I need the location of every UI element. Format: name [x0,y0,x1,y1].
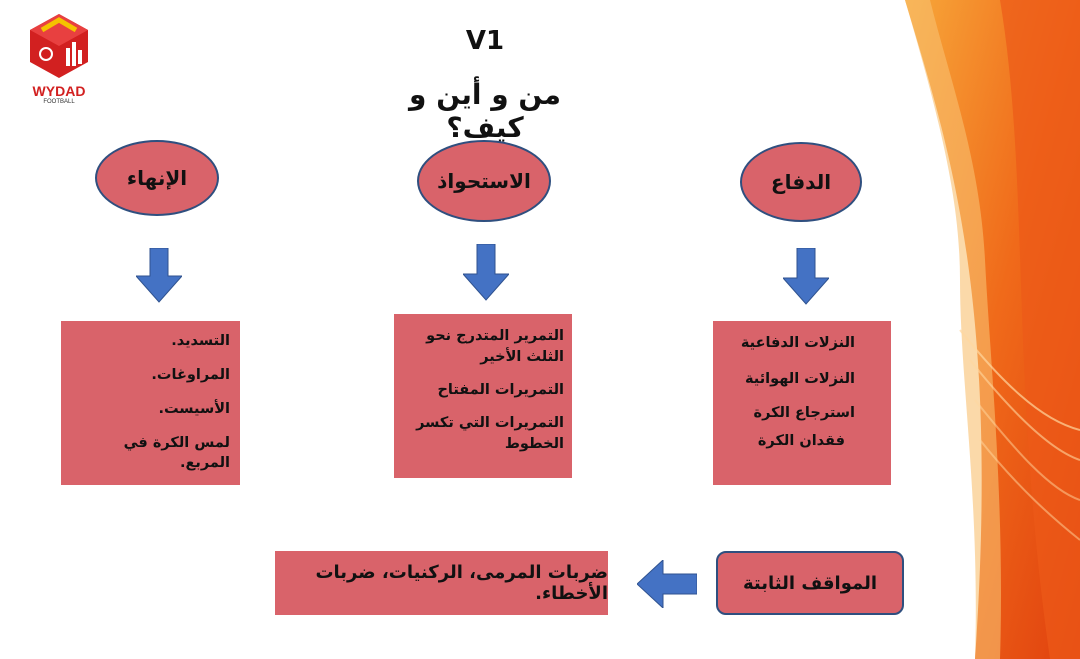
page-title: V1 [465,26,505,56]
arrow-down-icon [463,244,509,301]
set-pieces-details-box: ضربات المرمى، الركنيات، ضربات الأخطاء. [275,551,608,615]
possession-details-box: التمرير المتدرج نحو الثلث الأخير التمرير… [394,314,572,478]
heading-possession: الاستحواذ [417,140,551,222]
defense-details-box: النزلات الدفاعية النزلات الهوائية استرجا… [713,321,891,485]
arrow-down-icon [783,248,829,305]
heading-defense: الدفاع [740,142,862,222]
set-pieces-box: المواقف الثابتة [716,551,904,615]
list-item: النزلات الدفاعية [740,335,855,351]
list-item: التمريرات التي تكسر الخطوط [416,415,564,452]
page-subtitle: من و أين و كيف؟ [409,78,561,144]
logo-name: WYDAD [32,83,86,99]
heading-finishing: الإنهاء [95,140,219,216]
list-item: فقدان الكرة [757,433,845,449]
arrow-left-icon [637,560,697,608]
list-item: المراوغات. [151,367,230,383]
list-item: التمرير المتدرج نحو الثلث الأخير [426,328,564,365]
list-item: التسديد. [171,333,230,349]
logo-subtext: FOOTBALL [43,99,75,105]
list-item: استرجاع الكرة [753,405,855,421]
list-item: لمس الكرة في المربع. [123,435,230,471]
logo-emblem-icon [30,14,88,78]
list-item: النزلات الهوائية [745,371,855,387]
list-item: الأسيست. [158,401,230,417]
arrow-down-icon [136,248,182,303]
finishing-details-box: التسديد. المراوغات. الأسيست. لمس الكرة ف… [61,321,240,485]
wydad-logo: WYDAD FOOTBALL [26,10,92,105]
list-item: التمريرات المفتاح [437,382,564,398]
